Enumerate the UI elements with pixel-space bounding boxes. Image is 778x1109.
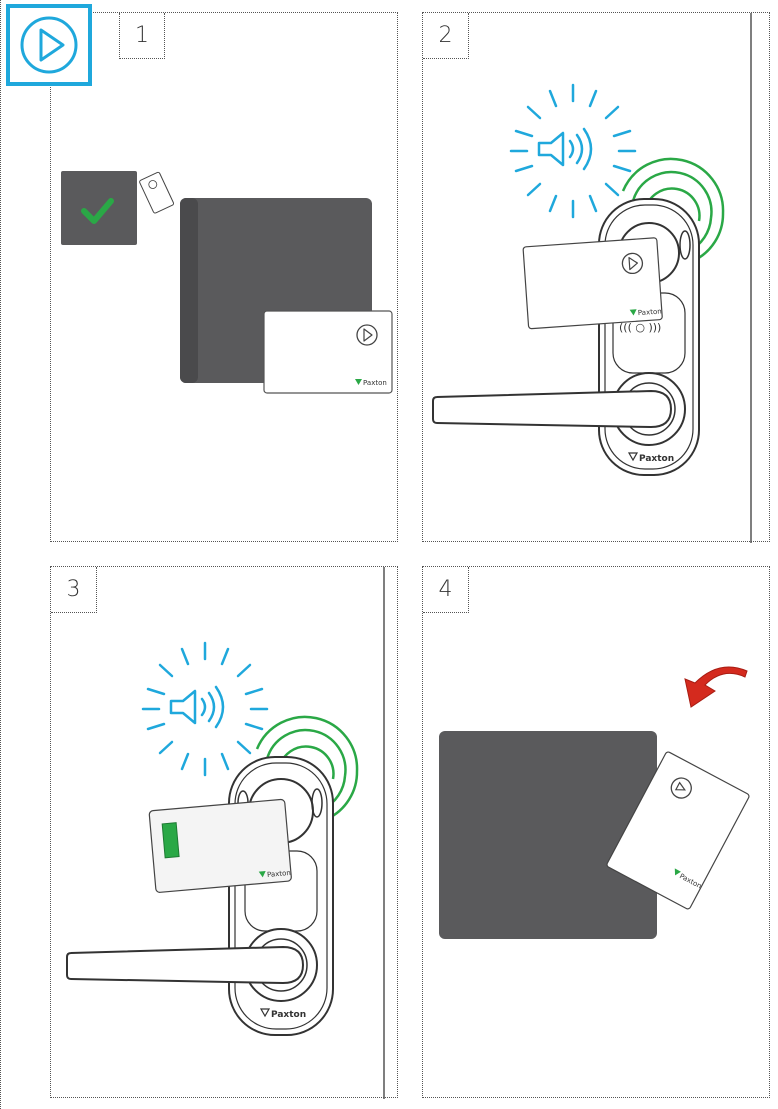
step-number-2: 2: [423, 13, 469, 59]
rfid-signal-icon: [255, 715, 359, 821]
step-number-4: 4: [423, 567, 469, 613]
card-brand-triangle: [674, 868, 681, 876]
reader-brand: Paxton: [271, 1010, 306, 1020]
card-green-indicator: [161, 822, 180, 859]
step-panel-1: 1 Paxton: [50, 12, 398, 542]
reader-brand: Paxton: [639, 454, 674, 464]
speaker-sound-icon: [509, 83, 637, 219]
step-3-illustration: Paxton Paxton: [66, 567, 385, 1099]
card-brand-triangle: [629, 309, 637, 316]
card-logo-icon: [670, 777, 692, 799]
lever-handle: [66, 945, 305, 985]
reader-indicator: ((( ○ ))): [619, 321, 661, 334]
door-panel: [439, 731, 657, 939]
play-triangle-icon: [20, 16, 78, 74]
small-card: [139, 171, 174, 214]
card-brand: Paxton: [638, 307, 662, 317]
card-logo-icon: [356, 324, 378, 346]
small-reader-panel: [61, 171, 137, 245]
step-panel-2: 2: [422, 12, 770, 543]
page-border: [0, 0, 2, 1109]
card-brand: Paxton: [363, 379, 387, 387]
speaker-sound-icon: [141, 641, 269, 777]
lever-handle: [432, 389, 673, 429]
step-number-3: 3: [51, 567, 97, 613]
door-edge: [180, 198, 198, 383]
step-1-illustration: Paxton: [61, 171, 393, 394]
card-brand-triangle: [258, 871, 266, 878]
logo-badge: [6, 4, 92, 86]
checkmark-icon: [81, 198, 114, 224]
access-card: [263, 310, 393, 394]
step-4-illustration: Paxton: [439, 666, 750, 939]
access-card: [606, 751, 750, 910]
access-card: [148, 798, 292, 893]
curved-arrow-icon: [684, 666, 748, 708]
card-brand-triangle: [355, 379, 362, 385]
step-panel-3: 3: [50, 566, 398, 1099]
step-number-1: 1: [119, 13, 165, 59]
access-card: [522, 237, 663, 330]
card-brand: Paxton: [267, 869, 291, 879]
step-panel-4: 4 Paxton: [422, 566, 770, 1098]
small-card-logo-icon: [148, 180, 158, 189]
card-logo-icon: [621, 252, 644, 275]
step-2-illustration: ((( ○ ))) Paxton Paxton: [432, 13, 752, 543]
